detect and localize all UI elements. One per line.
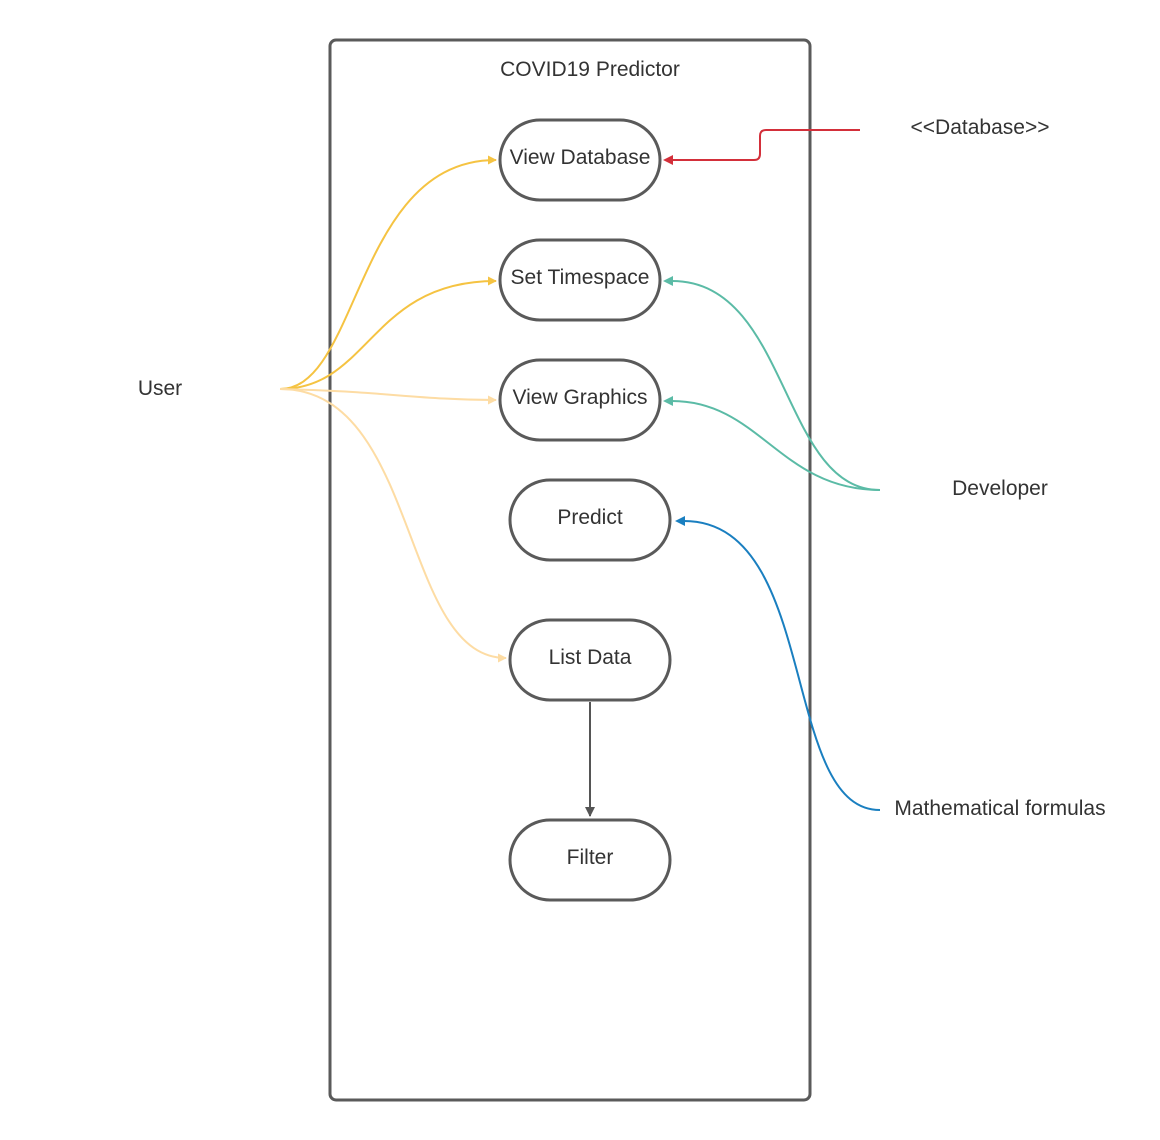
- system-boundary: [328, 38, 812, 1102]
- usecase-view-graphics: View Graphics: [498, 358, 662, 442]
- edge-user-view-graphics: [279, 388, 497, 405]
- usecase-label: List Data: [549, 646, 632, 669]
- edge-user-set-timespace: [279, 276, 497, 390]
- actor-database: <<Database>>: [911, 116, 1050, 139]
- usecase-label: View Graphics: [512, 386, 647, 409]
- usecase-label: View Database: [510, 146, 651, 169]
- edge-user-view-database: [279, 155, 497, 390]
- edge-math-predict: [675, 516, 881, 811]
- usecase-label: Set Timespace: [511, 266, 650, 289]
- usecase-predict: Predict: [508, 478, 672, 562]
- edge-database-view-database: [663, 129, 860, 165]
- actor-developer: Developer: [952, 477, 1048, 500]
- usecase-label: Filter: [567, 846, 614, 869]
- usecase-view-database: View Database: [498, 118, 662, 202]
- usecase-set-timespace: Set Timespace: [498, 238, 662, 322]
- usecase-filter: Filter: [508, 818, 672, 902]
- edge-user-list-data: [279, 388, 507, 663]
- edge-developer-view-graphics: [663, 396, 881, 491]
- usecase-label: Predict: [557, 506, 623, 529]
- edge-developer-set-timespace: [663, 276, 881, 491]
- actor-math-formulas: Mathematical formulas: [894, 797, 1105, 820]
- system-title: COVID19 Predictor: [500, 58, 680, 81]
- usecase-list-data: List Data: [508, 618, 672, 702]
- actor-user: User: [138, 377, 182, 400]
